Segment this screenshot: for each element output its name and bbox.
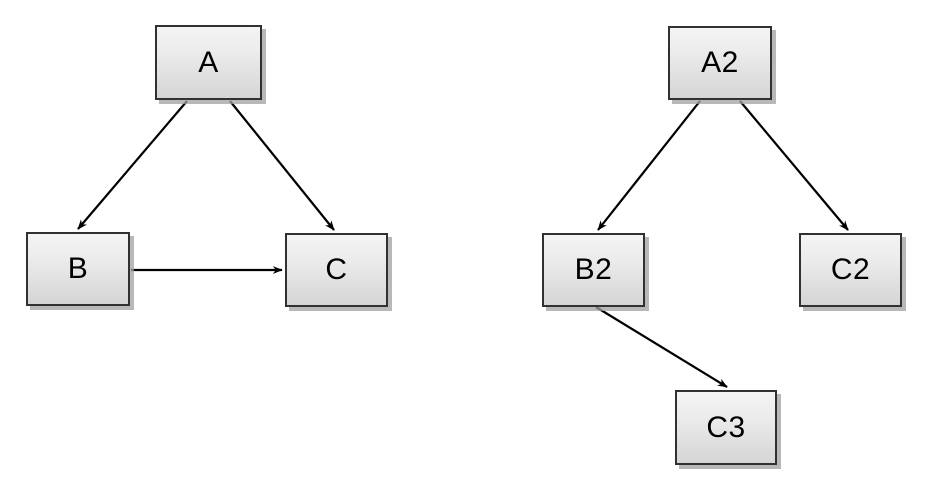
node-label: C (325, 253, 348, 286)
node-c3[interactable]: C3 (675, 390, 777, 465)
node-b[interactable]: B (26, 232, 130, 306)
node-b2[interactable]: B2 (542, 233, 645, 307)
edges-group (77, 100, 849, 388)
node-c[interactable]: C (285, 233, 388, 307)
node-label: A2 (701, 46, 739, 79)
edge-a-to-b (77, 100, 188, 230)
node-label: A (198, 45, 219, 79)
edge-a-to-c (229, 100, 335, 231)
node-label: B (67, 252, 89, 285)
node-label: C3 (706, 410, 746, 444)
node-label: B2 (574, 253, 613, 286)
node-c2[interactable]: C2 (799, 233, 902, 307)
node-a2[interactable]: A2 (668, 26, 772, 100)
edge-a2-to-b2 (597, 100, 701, 231)
node-a[interactable]: A (155, 25, 262, 100)
node-label: C2 (830, 253, 871, 286)
edge-a2-to-c2 (739, 100, 849, 231)
edge-b2-to-c3 (595, 306, 728, 388)
